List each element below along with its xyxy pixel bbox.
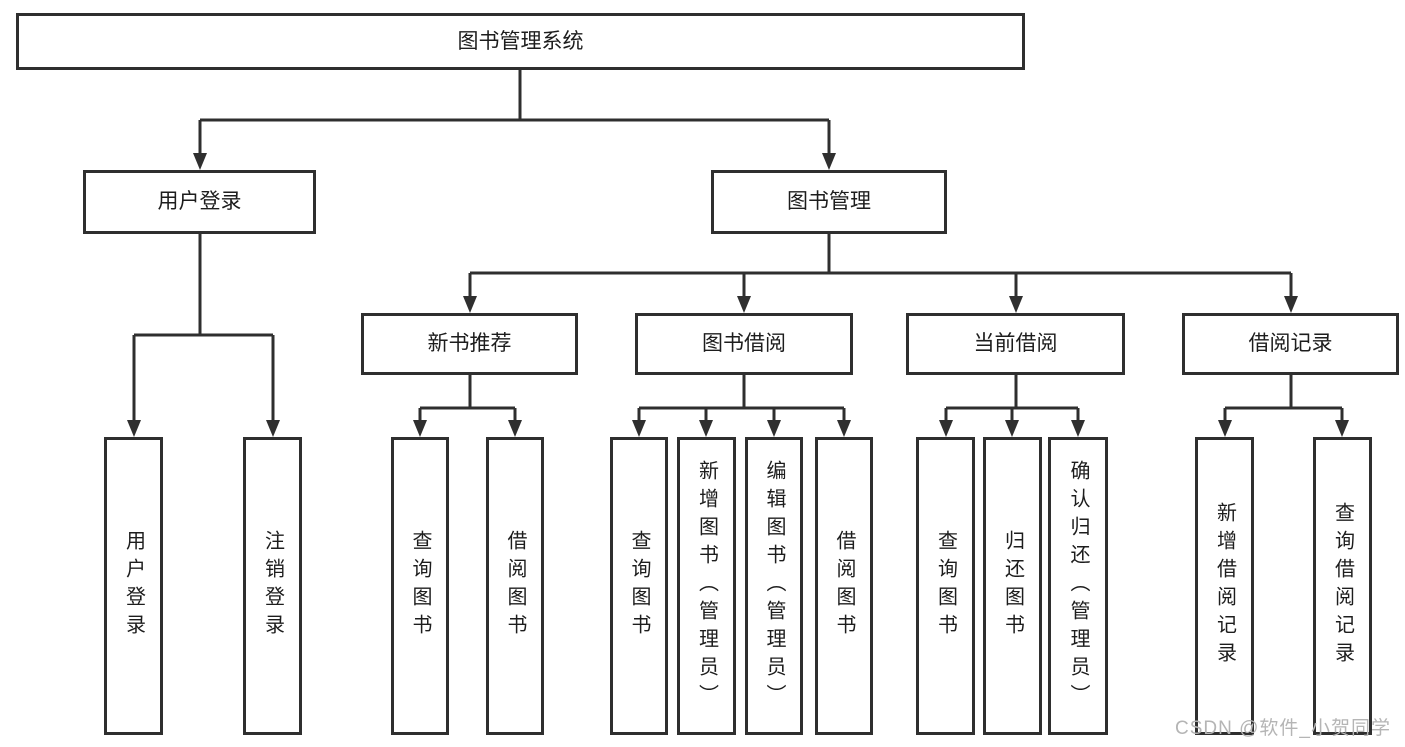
leaf-nbr-query-book: 查询图书	[391, 437, 449, 735]
node-user-login: 用户登录	[83, 170, 316, 234]
node-borrow-records: 借阅记录	[1182, 313, 1399, 375]
arrowhead	[193, 153, 207, 170]
leaf-bb-query-book: 查询图书	[610, 437, 668, 735]
arrowhead	[939, 420, 953, 437]
node-book-management: 图书管理	[711, 170, 947, 234]
leaf-br-query-record: 查询借阅记录	[1313, 437, 1372, 735]
arrowhead	[1284, 296, 1298, 313]
connector-new-book-recommend	[418, 375, 517, 423]
arrowhead	[127, 420, 141, 437]
arrowhead	[822, 153, 836, 170]
arrowhead	[508, 420, 522, 437]
arrowhead	[1071, 420, 1085, 437]
connector-book-borrow	[637, 375, 846, 423]
leaf-bb-borrow-book: 借阅图书	[815, 437, 873, 735]
leaf-cb-return-book: 归还图书	[983, 437, 1042, 735]
arrowhead	[1005, 420, 1019, 437]
leaf-cb-query-book: 查询图书	[916, 437, 975, 735]
arrowhead	[1335, 420, 1349, 437]
connector-book-management	[468, 234, 1293, 299]
connector-borrow-records	[1223, 375, 1344, 423]
leaf-cb-confirm-return-admin: 确认归还（管理员）	[1048, 437, 1108, 735]
leaf-bb-add-book-admin: 新增图书（管理员）	[677, 437, 736, 735]
leaf-logout: 注销登录	[243, 437, 302, 735]
watermark-text: CSDN @软件_小贺同学	[1175, 718, 1391, 739]
arrowhead	[699, 420, 713, 437]
arrowhead	[463, 296, 477, 313]
arrowhead	[266, 420, 280, 437]
leaf-nbr-borrow-book: 借阅图书	[486, 437, 544, 735]
leaf-user-login: 用户登录	[104, 437, 163, 735]
arrowhead	[1009, 296, 1023, 313]
connector-user-login	[132, 234, 275, 423]
node-current-borrow: 当前借阅	[906, 313, 1125, 375]
arrowhead	[737, 296, 751, 313]
node-book-borrow: 图书借阅	[635, 313, 853, 375]
arrowhead	[767, 420, 781, 437]
arrowhead	[1218, 420, 1232, 437]
leaf-bb-edit-book-admin: 编辑图书（管理员）	[745, 437, 803, 735]
arrowhead	[632, 420, 646, 437]
node-library-system: 图书管理系统	[16, 13, 1025, 70]
connector-root	[198, 70, 831, 156]
arrowhead	[837, 420, 851, 437]
node-new-book-recommend: 新书推荐	[361, 313, 578, 375]
connector-current-borrow	[944, 375, 1080, 423]
leaf-br-add-record: 新增借阅记录	[1195, 437, 1254, 735]
arrowhead	[413, 420, 427, 437]
